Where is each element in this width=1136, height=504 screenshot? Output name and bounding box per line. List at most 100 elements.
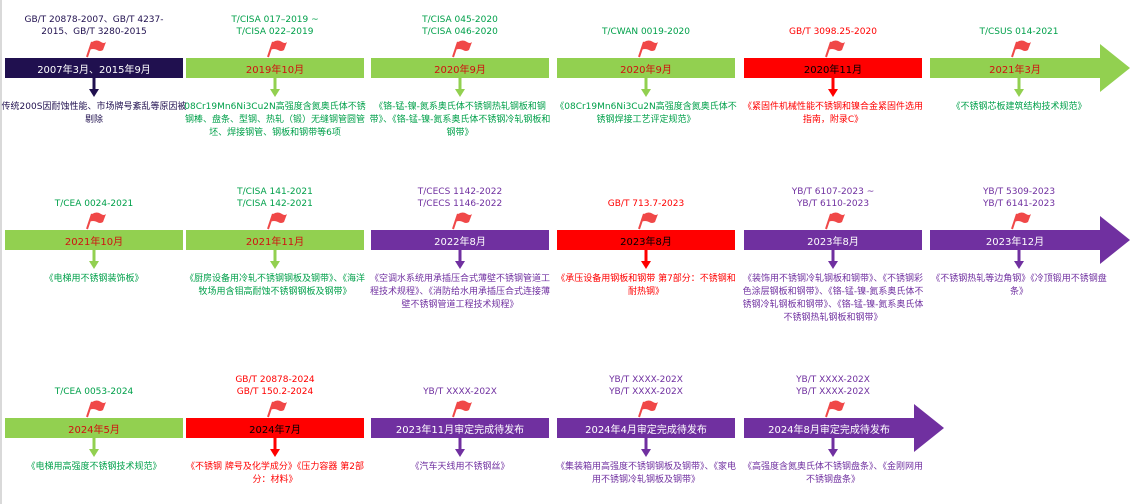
date-bar: 2024年5月 bbox=[5, 418, 183, 438]
arrow-head bbox=[914, 404, 944, 452]
flag-icon bbox=[825, 400, 845, 418]
standard-description: 《高强度含氮奥氏体不锈钢盘条》、《金刚网用不锈钢盘条》 bbox=[742, 462, 923, 485]
standard-codes: T/CWAN 0019-2020 bbox=[557, 26, 735, 38]
standard-description: 《铬-锰-镍-氮系奥氏体不锈钢热轧钢板和钢带》、《铬-锰-镍-氮系奥氏体不锈钢冷… bbox=[369, 102, 551, 138]
date-bar: 2022年8月 bbox=[371, 230, 549, 250]
date-bar: 2021年10月 bbox=[5, 230, 183, 250]
down-arrow-icon bbox=[270, 78, 280, 97]
standard-code: T/CISA 017–2019 ~ bbox=[231, 15, 319, 25]
standard-description: 《08Cr19Mn6Ni3Cu2N高强度含氮奥氏体不锈钢焊接工艺评定规范》 bbox=[555, 102, 737, 125]
standard-codes: GB/T 3098.25-2020 bbox=[744, 26, 922, 38]
down-arrow-icon bbox=[455, 438, 465, 457]
date-label: 2023年8月 bbox=[620, 236, 672, 248]
standard-code: T/CECS 1142-2022 bbox=[417, 187, 503, 197]
standard-code: T/CISA 045-2020 bbox=[422, 15, 498, 25]
date-bar: 2021年3月 bbox=[930, 58, 1100, 78]
standard-description: 08Cr19Mn6Ni3Cu2N高强度含氮奥氏体不锈钢棒、盘条、型钢、热轧（锻）… bbox=[184, 102, 366, 138]
standard-description: 《紧固件机械性能不锈钢和镍合金紧固件选用指南，附录C》 bbox=[742, 102, 923, 125]
standard-code: YB/T 6107-2023 ~ bbox=[791, 187, 875, 197]
down-arrow-icon bbox=[1014, 250, 1024, 269]
down-arrow-icon bbox=[89, 438, 99, 457]
standard-codes: YB/T XXXX-202X bbox=[371, 386, 549, 398]
standard-code: T/CISA 046-2020 bbox=[422, 27, 498, 37]
standard-code: T/CISA 142-2021 bbox=[237, 199, 313, 209]
date-bar: 2024年7月 bbox=[186, 418, 364, 438]
down-arrow-icon bbox=[89, 78, 99, 97]
left-border bbox=[0, 0, 2, 504]
date-label: 2024年7月 bbox=[249, 424, 301, 436]
flag-icon bbox=[1011, 212, 1031, 230]
standard-codes: T/CSUS 014-2021 bbox=[930, 26, 1108, 38]
flag-icon bbox=[86, 400, 106, 418]
standard-code: T/CEA 0024-2021 bbox=[54, 199, 134, 209]
flag-icon bbox=[638, 212, 658, 230]
standard-description: 《不锈钢 牌号及化学成分》《压力容器 第2部分：材料》 bbox=[186, 462, 364, 485]
flag-icon bbox=[452, 400, 472, 418]
standard-codes: GB/T 713.7-2023 bbox=[557, 198, 735, 210]
flag-icon bbox=[825, 40, 845, 58]
date-label: 2022年8月 bbox=[434, 236, 486, 248]
standard-code: T/CSUS 014-2021 bbox=[979, 27, 1059, 37]
standard-code: YB/T XXXX-202X bbox=[796, 375, 870, 385]
down-arrow-icon bbox=[828, 78, 838, 97]
flag-icon bbox=[1011, 40, 1031, 58]
date-bar: 2023年8月 bbox=[557, 230, 735, 250]
standard-description: 《集装箱用高强度不锈钢钢板及钢带》、《家电用不锈钢冷轧钢板及钢带》 bbox=[555, 462, 736, 485]
standard-description: 《空调水系统用承插压合式薄壁不锈钢管道工程技术规程》、《消防给水用承插压合式连接… bbox=[369, 274, 550, 310]
standard-description: 《不锈钢芯板建筑结构技术规范》 bbox=[951, 102, 1087, 112]
date-bar: 2023年12月 bbox=[930, 230, 1100, 250]
date-bar: 2024年4月审定完成待发布 bbox=[557, 418, 735, 438]
standard-code: YB/T XXXX-202X bbox=[609, 387, 683, 397]
date-label: 2024年4月审定完成待发布 bbox=[585, 424, 707, 436]
standard-code: YB/T 5309-2023 bbox=[982, 187, 1056, 197]
date-label: 2019年10月 bbox=[245, 64, 305, 76]
date-label: 2021年10月 bbox=[64, 236, 124, 248]
standard-code: YB/T 6110-2023 bbox=[796, 199, 870, 209]
standard-code: T/CECS 1146-2022 bbox=[417, 199, 503, 209]
down-arrow-icon bbox=[641, 250, 651, 269]
standard-code: GB/T 20878-2024 bbox=[235, 375, 315, 385]
standard-code: YB/T 6141-2023 bbox=[982, 199, 1056, 209]
date-bar: 2020年11月 bbox=[744, 58, 922, 78]
arrow-head bbox=[1100, 216, 1130, 264]
standard-code: YB/T XXXX-202X bbox=[609, 375, 683, 385]
standard-code: T/CEA 0053-2024 bbox=[54, 387, 134, 397]
standard-code: T/CWAN 0019-2020 bbox=[601, 27, 691, 37]
standard-description: 《厨房设备用冷轧不锈钢钢板及钢带》、《海洋牧场用含钼高耐蚀不锈钢钢板及钢带》 bbox=[184, 274, 365, 297]
standard-codes: T/CEA 0053-2024 bbox=[5, 386, 183, 398]
standard-code: T/CISA 141-2021 bbox=[237, 187, 313, 197]
date-bar: 2020年9月 bbox=[371, 58, 549, 78]
flag-icon bbox=[267, 400, 287, 418]
down-arrow-icon bbox=[89, 250, 99, 269]
date-bar: 2021年11月 bbox=[186, 230, 364, 250]
date-label: 2023年11月审定完成待发布 bbox=[395, 424, 525, 436]
standard-codes: GB/T 20878-2007、GB/T 4237-2015、GB/T 3280… bbox=[5, 14, 183, 38]
down-arrow-icon bbox=[828, 438, 838, 457]
date-label: 2021年3月 bbox=[989, 64, 1041, 76]
date-label: 2007年3月、2015年9月 bbox=[37, 64, 151, 76]
flag-icon bbox=[267, 40, 287, 58]
down-arrow-icon bbox=[270, 250, 280, 269]
date-bar: 2023年8月 bbox=[744, 230, 922, 250]
standard-codes: T/CISA 017–2019 ~ T/CISA 022–2019 bbox=[186, 14, 364, 38]
date-label: 2020年9月 bbox=[434, 64, 486, 76]
date-label: 2024年5月 bbox=[68, 424, 120, 436]
down-arrow-icon bbox=[641, 78, 651, 97]
standard-codes: YB/T 6107-2023 ~ YB/T 6110-2023 bbox=[744, 186, 922, 210]
flag-icon bbox=[638, 40, 658, 58]
down-arrow-icon bbox=[455, 250, 465, 269]
date-label: 2021年11月 bbox=[245, 236, 305, 248]
standard-code: GB/T 713.7-2023 bbox=[607, 199, 685, 209]
date-label: 2023年8月 bbox=[807, 236, 859, 248]
standard-code: YB/T XXXX-202X bbox=[423, 387, 497, 397]
standard-code: GB/T 150.2-2024 bbox=[236, 387, 314, 397]
date-bar: 2007年3月、2015年9月 bbox=[5, 58, 183, 78]
standard-code: T/CISA 022–2019 bbox=[236, 27, 314, 37]
flag-icon bbox=[86, 40, 106, 58]
down-arrow-icon bbox=[455, 78, 465, 97]
date-bar: 2024年8月审定完成待发布 bbox=[744, 418, 914, 438]
